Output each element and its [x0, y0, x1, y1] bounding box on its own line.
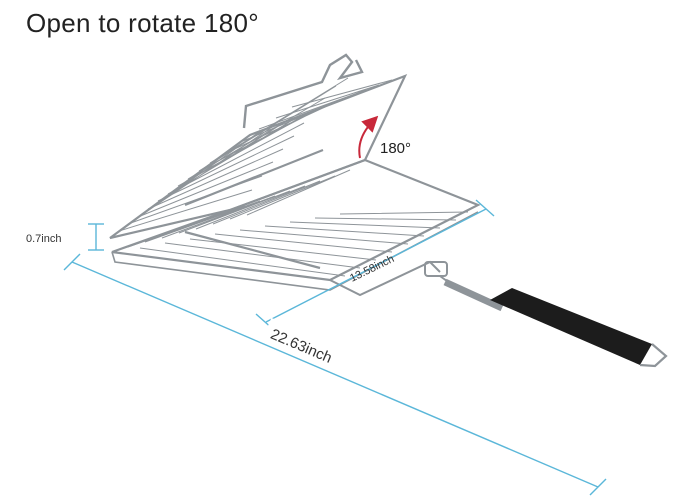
- thickness-dimension: [88, 223, 104, 251]
- thickness-label: 0.7inch: [26, 233, 61, 245]
- rotation-label: 180°: [380, 140, 411, 157]
- open-lid-grid: [109, 53, 408, 240]
- lower-tray-grid: [111, 158, 481, 297]
- rotation-arrow: [358, 115, 379, 159]
- handle: [443, 278, 668, 368]
- length-dimension: [63, 253, 607, 496]
- page-title: Open to rotate 180°: [26, 8, 259, 38]
